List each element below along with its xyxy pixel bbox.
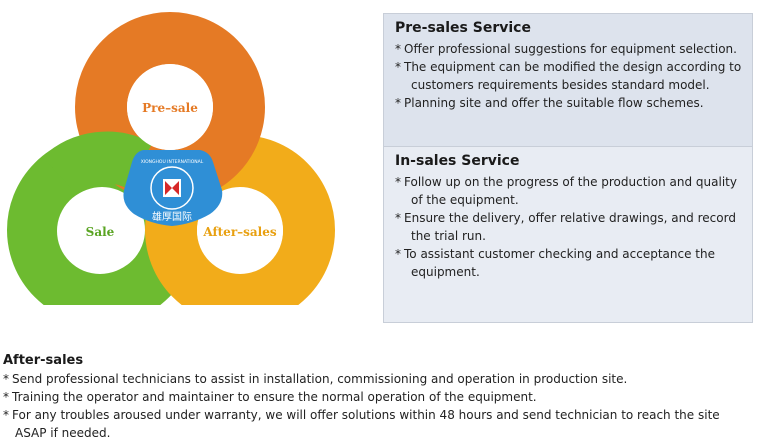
- in-sales-panel: In-sales Service *Follow up on the progr…: [383, 146, 753, 323]
- list-item: *Send professional technicians to assist…: [3, 372, 628, 386]
- logo-cn-text: 雄厚国际: [152, 210, 192, 223]
- list-item: *For any troubles aroused under warranty…: [3, 408, 720, 440]
- in-sales-title: In-sales Service: [395, 153, 520, 169]
- after-sales-label: After–sales: [202, 225, 276, 239]
- service-cycle-diagram: 雄厚国际 XIONGHOU INTERNATIONAL Pre–sale Sal…: [7, 12, 335, 305]
- logo-ring: [150, 166, 194, 210]
- list-item: *Planning site and offer the suitable fl…: [395, 96, 704, 110]
- list-item: *Offer professional suggestions for equi…: [395, 42, 737, 56]
- logo-brand-text: XIONGHOU INTERNATIONAL: [141, 159, 204, 165]
- pre-sale-label: Pre–sale: [142, 101, 198, 115]
- pre-sales-title: Pre-sales Service: [395, 20, 531, 36]
- list-item: *The equipment can be modified the desig…: [395, 60, 742, 92]
- list-item: *To assistant customer checking and acce…: [395, 247, 715, 279]
- sale-ring-overlap: [42, 131, 153, 196]
- list-item: *Training the operator and maintainer to…: [3, 390, 537, 404]
- pre-sales-list: *Offer professional suggestions for equi…: [395, 40, 742, 112]
- sale-hub: [57, 188, 143, 274]
- logo-mark-inner: [165, 181, 179, 195]
- after-sales-hub: [197, 188, 283, 274]
- after-sales-title: After-sales: [3, 353, 84, 368]
- in-sales-list: *Follow up on the progress of the produc…: [395, 173, 742, 281]
- pre-sales-panel: Pre-sales Service *Offer professional su…: [383, 13, 753, 147]
- list-item: *Follow up on the progress of the produc…: [395, 175, 737, 207]
- after-sales-section: After-sales *Send professional technicia…: [3, 353, 753, 442]
- list-item: *Ensure the delivery, offer relative dra…: [395, 211, 736, 243]
- sale-label: Sale: [86, 225, 115, 239]
- after-sales-list: *Send professional technicians to assist…: [3, 370, 753, 442]
- pre-sale-hub: [127, 64, 213, 150]
